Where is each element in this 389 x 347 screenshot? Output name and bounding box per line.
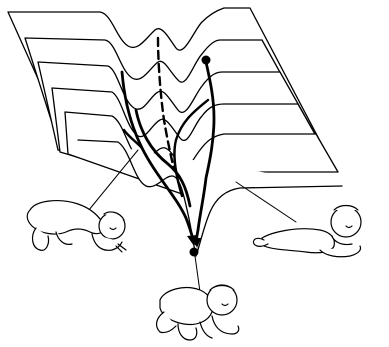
baby-right — [253, 206, 361, 257]
baby-left — [27, 201, 126, 252]
start-ball — [202, 56, 211, 65]
connector-bottom — [195, 256, 200, 292]
baby-bottom — [157, 285, 239, 340]
end-ball — [190, 248, 199, 257]
